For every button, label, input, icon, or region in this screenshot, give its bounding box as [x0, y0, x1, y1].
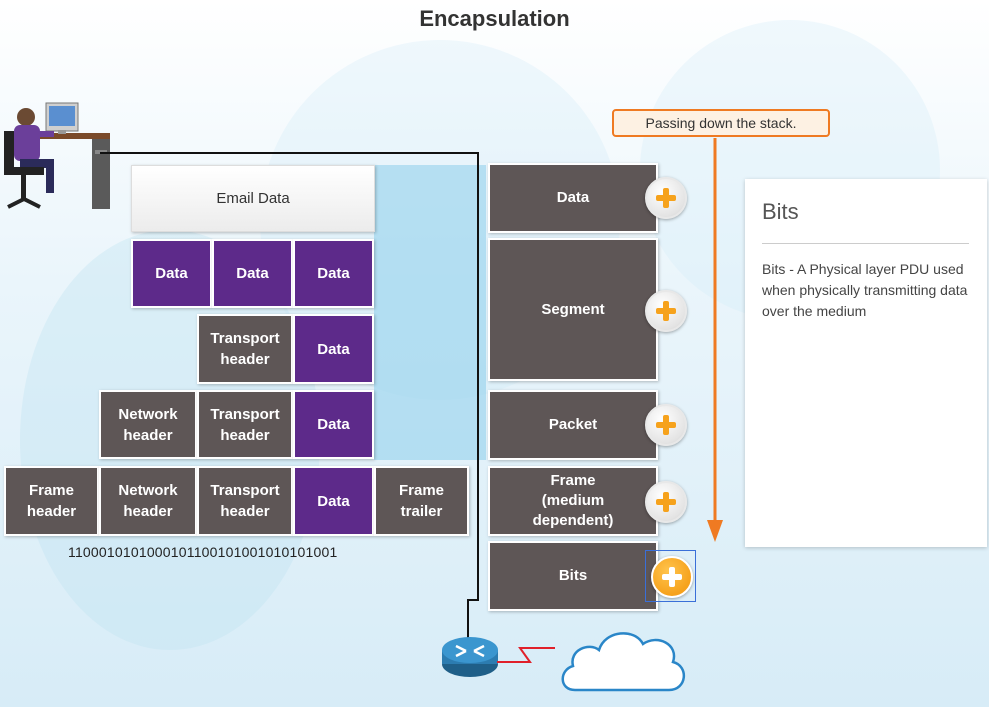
plus-icon	[656, 415, 676, 435]
panel-title: Bits	[762, 199, 799, 224]
email-data-block: Email Data	[131, 165, 375, 232]
data-block: Data	[293, 390, 374, 459]
data-chunk: Data	[212, 239, 293, 308]
panel-description: Bits - A Physical layer PDU used when ph…	[762, 261, 968, 319]
stack-band	[374, 165, 486, 460]
plus-icon	[662, 567, 682, 587]
plus-icon	[656, 301, 676, 321]
expand-frame-button[interactable]	[645, 481, 687, 523]
data-block: Data	[293, 466, 374, 536]
computer-user-icon	[4, 102, 110, 209]
router-icon	[442, 637, 498, 677]
network-header-block: Network header	[99, 390, 197, 459]
transport-header-block: Transport header	[197, 466, 293, 536]
data-chunk: Data	[131, 239, 212, 308]
pdu-packet: Packet	[488, 390, 658, 460]
transport-header-block: Transport header	[197, 314, 293, 384]
cloud-icon	[561, 632, 685, 692]
frame-header-block: Frame header	[4, 466, 99, 536]
pdu-segment: Segment	[488, 238, 658, 381]
transport-header-block: Transport header	[197, 390, 293, 459]
data-chunk: Data	[293, 239, 374, 308]
network-header-block: Network header	[99, 466, 197, 536]
bit-stream: 1100010101000101100101001010101001	[68, 544, 338, 560]
pdu-frame: Frame (medium dependent)	[488, 466, 658, 536]
data-block: Data	[293, 314, 374, 384]
frame-trailer-block: Frame trailer	[374, 466, 469, 536]
stack-callout: Passing down the stack.	[612, 109, 830, 137]
plus-icon	[656, 492, 676, 512]
serial-link	[497, 647, 555, 663]
pdu-data: Data	[488, 163, 658, 233]
info-panel: Bits Bits - A Physical layer PDU used wh…	[745, 179, 987, 547]
page-title: Encapsulation	[419, 6, 570, 31]
expand-bits-button[interactable]	[651, 556, 693, 598]
plus-icon	[656, 188, 676, 208]
expand-packet-button[interactable]	[645, 404, 687, 446]
expand-data-button[interactable]	[645, 177, 687, 219]
focus-outline	[645, 550, 696, 602]
arrow-down-icon	[707, 138, 723, 542]
expand-segment-button[interactable]	[645, 290, 687, 332]
pdu-bits: Bits	[488, 541, 658, 611]
divider	[762, 243, 969, 244]
